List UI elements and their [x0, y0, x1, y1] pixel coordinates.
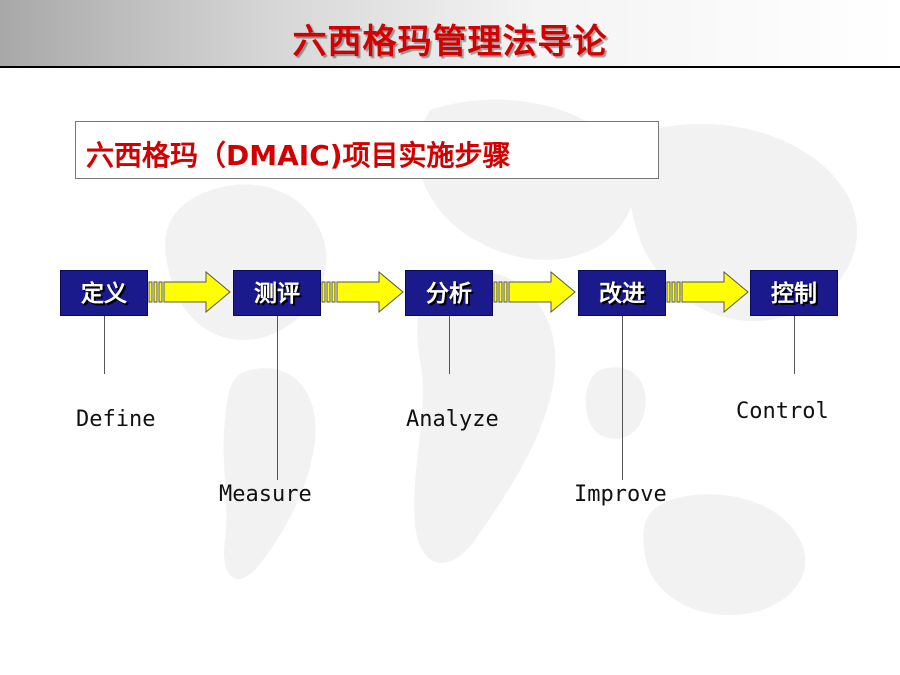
title-underline [0, 66, 900, 68]
step-measure-box: 测评 [233, 270, 321, 316]
subtitle-box: 六西格玛（DMAIC)项目实施步骤 [75, 121, 659, 179]
step-analyze-box: 分析 [405, 270, 493, 316]
connector-line [794, 316, 795, 374]
step-control-box: 控制 [750, 270, 838, 316]
step-improve-box: 改进 [578, 270, 666, 316]
title-bar [0, 0, 900, 66]
connector-line [622, 316, 623, 480]
label-analyze: Analyze [406, 407, 499, 432]
subtitle: 六西格玛（DMAIC)项目实施步骤 [86, 139, 511, 172]
arrow-right-icon [666, 271, 749, 313]
connector-line [449, 316, 450, 374]
step-define-box: 定义 [60, 270, 148, 316]
label-control: Control [736, 399, 829, 424]
arrow-right-icon [148, 271, 231, 313]
main-title: 六西格玛管理法导论 [292, 22, 608, 62]
arrow-right-icon [493, 271, 576, 313]
arrow-right-icon [321, 271, 404, 313]
label-define: Define [76, 407, 156, 432]
label-improve: Improve [574, 482, 667, 507]
connector-line [277, 316, 278, 480]
label-measure: Measure [219, 482, 312, 507]
connector-line [104, 316, 105, 374]
